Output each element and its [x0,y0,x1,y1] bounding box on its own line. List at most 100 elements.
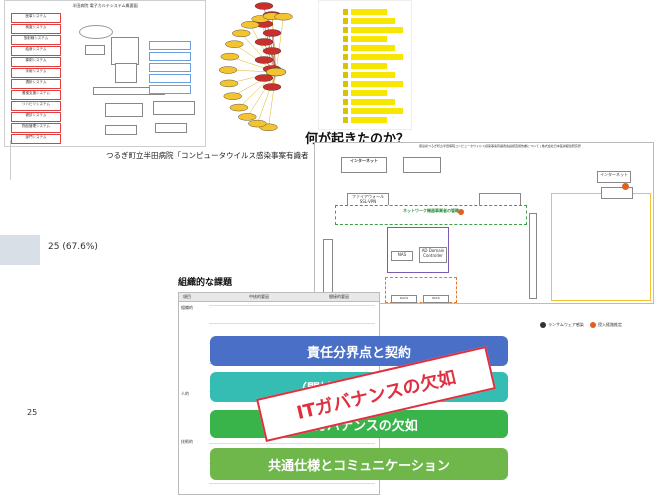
network-slide: 徳島県つるぎ町立半田病院コンピュータウイルス感染事案有識者会議調査報告書について… [314,142,654,304]
legend-entry-icon [590,322,596,328]
spider-node [238,113,257,121]
right-system-box [149,41,191,50]
system-item: リハビリシステム [11,101,61,111]
internet-box-2: インターネット [597,171,631,183]
system-item: 検査システム [11,24,61,34]
system-item: 看護支援システム [11,90,61,100]
spider-link [268,71,277,128]
table-line [209,443,375,444]
yellow-row-marker [343,108,348,114]
system-item: 物品管理システム [11,123,61,133]
right-system-box [149,85,191,94]
yellow-row [351,9,387,15]
center-box-2 [115,63,137,83]
yellow-row [351,54,403,60]
table-line [209,323,375,324]
system-item: 薬剤システム [11,57,61,67]
issues-title: 組織的な課題 [178,278,233,288]
right-system-box [149,74,191,83]
system-item: 放射線システム [11,35,61,45]
dacs-box: DACS [391,295,417,303]
system-item: 部門システム [11,134,61,144]
spider-diagram [206,0,314,140]
table-line [209,483,375,484]
top-note: 徳島県つるぎ町立半田病院コンピュータウイルス感染事案有識者会議調査報告書について… [419,144,581,148]
yellow-row-marker [343,36,348,42]
spider-node [225,40,244,48]
issues-header: 項目 中核的要因 間接的要因 [179,293,379,302]
internet-box-1: インターネット [341,157,387,173]
system-item: 手術システム [11,68,61,78]
spider-node [219,79,239,88]
vpn-box [85,45,105,55]
yellow-row [351,108,403,114]
yellow-row-marker [343,54,348,60]
right-box-a [153,101,195,115]
yellow-row [351,27,403,33]
yellow-row-marker [343,117,348,123]
slide-header: 半田病院 電子カルテシステム概要図 [72,3,138,8]
banner-communication: 共通仕様とコミュニケーション [210,448,508,480]
spider-node [254,38,274,46]
yellow-row [351,81,403,87]
center-box [111,37,139,65]
yellow-row [351,36,387,42]
spider-link [257,71,277,124]
yellow-row-marker [343,9,348,15]
spider-node [274,12,293,21]
row-org: 組織的 [181,305,193,310]
spider-node [254,2,274,10]
spider-svg [218,2,293,132]
spider-link [249,24,277,73]
spider-node [229,103,249,112]
infection-marker [622,183,629,190]
spider-node [220,52,240,61]
vendor-zone: ネットワーク機器事業者の管轄 [335,205,527,225]
infection-marker-2 [458,209,464,215]
central-switch [529,213,537,299]
row-tech: 技術的 [181,439,193,444]
system-item: 給食システム [11,46,61,56]
stat-right-value: 25 (67.6%) [48,242,98,252]
yellow-row [351,90,387,96]
system-diagram-slide: 半田病院 電子カルテシステム概要図 医事システム検査システム放射線システム給食シ… [4,0,206,147]
yellow-row-marker [343,81,348,87]
yellow-row-marker [343,72,348,78]
spider-node [248,119,267,128]
nas-box: NAS [391,251,413,261]
yellow-row-marker [343,63,348,69]
yellow-row [351,18,395,24]
spider-node [232,29,251,38]
spider-node [254,74,274,82]
spider-node [262,47,282,55]
center-ellipse [79,25,113,39]
right-system-box [149,63,191,72]
right-network-zone [551,193,651,301]
spider-node [223,92,242,100]
spider-node [262,29,282,37]
spider-link [275,16,284,73]
spider-link [271,16,277,73]
legend-ransom-icon [540,322,546,328]
spider-node [254,56,274,64]
switch-pillar [323,239,333,297]
yellow-row-marker [343,27,348,33]
right-box-b [155,123,187,133]
yellow-row-marker [343,45,348,51]
yellow-row [351,117,387,123]
ad-box: AD Domain Controller [419,247,447,263]
spider-link [260,18,277,73]
stat-left-value: 25 [27,408,38,417]
ekarte-box [105,103,143,117]
legend-entry: 侵入経路推定 [598,322,622,327]
yellow-row [351,72,395,78]
yellow-row-marker [343,90,348,96]
table-line [209,305,375,306]
yellow-row [351,99,395,105]
spider-node [262,83,282,91]
left-divider [10,140,11,180]
system-item: 健診システム [11,112,61,122]
pacs-box: PACS [423,295,449,303]
yellow-row [351,45,395,51]
spider-hub [265,67,287,77]
